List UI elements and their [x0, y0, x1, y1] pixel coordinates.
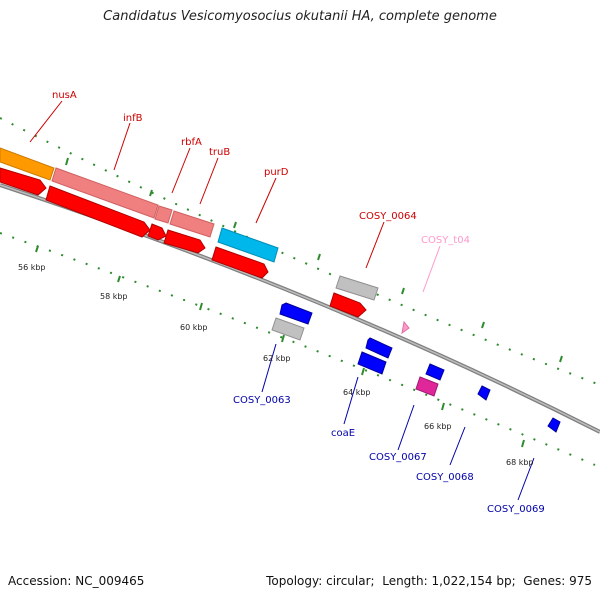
- gene-cosy0063: [271, 317, 305, 341]
- gene-nusA: [0, 167, 47, 196]
- gene-cosy0067: [415, 376, 439, 397]
- accession-value: NC_009465: [75, 574, 145, 588]
- gene-cosy0064: [329, 292, 367, 318]
- label-coaE[interactable]: coaE: [331, 428, 355, 439]
- reverse-genes[interactable]: [271, 302, 561, 433]
- label-truB[interactable]: truB: [209, 147, 230, 158]
- accession-info: Accession: NC_009465: [8, 574, 144, 588]
- gene-purD-outer: [217, 227, 279, 263]
- inner-major-ticks: [35, 245, 525, 448]
- gene-coaE: [357, 351, 387, 375]
- label-purD[interactable]: purD: [264, 167, 289, 178]
- accession-label: Accession:: [8, 574, 72, 588]
- length-value: 1,022,154 bp: [431, 574, 512, 588]
- scale-label-66: 66 kbp: [424, 422, 452, 431]
- outer-major-ticks: [65, 157, 563, 363]
- forward-labels: nusA infB rbfA truB purD COSY_0064: [52, 90, 417, 222]
- gene-cosy-t04: [401, 320, 410, 335]
- gene-truB: [163, 229, 206, 254]
- scale-label-60: 60 kbp: [180, 323, 208, 332]
- reverse-label-lines: [261, 343, 535, 501]
- gene-cosy0063-a: [279, 302, 313, 325]
- forward-genes[interactable]: [0, 167, 410, 335]
- gene-coaE-a: [365, 337, 393, 359]
- gene-rbfA: [147, 223, 167, 241]
- label-cosy0063[interactable]: COSY_0063: [233, 395, 291, 406]
- gene-cosy0064-outer: [335, 275, 379, 301]
- gene-purD: [211, 246, 269, 279]
- label-rbfA[interactable]: rbfA: [181, 137, 202, 148]
- gene-nusA-outer: [0, 147, 55, 181]
- outer-tick-ring: [0, 117, 600, 386]
- map-title: Candidatus Vesicomyosocius okutanii HA, …: [103, 9, 497, 24]
- scale-label-62: 62 kbp: [263, 354, 291, 363]
- genes-label: Genes:: [523, 574, 566, 588]
- label-cosy0064[interactable]: COSY_0064: [359, 211, 417, 222]
- cosy-t04-line: [422, 245, 441, 293]
- reverse-labels: COSY_0063 coaE COSY_0067 COSY_0068 COSY_…: [233, 395, 545, 515]
- scale-label-64: 64 kbp: [343, 388, 371, 397]
- scale-labels: 56 kbp 58 kbp 60 kbp 62 kbp 64 kbp 66 kb…: [18, 263, 534, 467]
- label-cosy-t04[interactable]: COSY_t04: [421, 235, 470, 246]
- gene-truB-outer: [169, 210, 215, 238]
- label-cosy0069[interactable]: COSY_0069: [487, 504, 545, 515]
- gene-cosy0068: [477, 385, 491, 401]
- gene-infB-outer: [51, 167, 159, 219]
- gene-cosy0069: [547, 417, 561, 433]
- forward-outer-features[interactable]: [0, 147, 379, 301]
- label-cosy0067[interactable]: COSY_0067: [369, 452, 427, 463]
- forward-label-lines: [29, 100, 385, 269]
- topology-label: Topology:: [266, 574, 323, 588]
- gene-cosy0067-a: [425, 363, 445, 381]
- gene-rbfA-outer: [154, 205, 173, 224]
- scale-label-56: 56 kbp: [18, 263, 46, 272]
- label-nusA[interactable]: nusA: [52, 90, 77, 101]
- scale-label-68: 68 kbp: [506, 458, 534, 467]
- scale-label-58: 58 kbp: [100, 292, 128, 301]
- gene-infB: [45, 185, 151, 238]
- topology-value: circular: [326, 574, 371, 588]
- label-cosy0068[interactable]: COSY_0068: [416, 472, 474, 483]
- genome-stats: Topology: circular; Length: 1,022,154 bp…: [266, 574, 592, 588]
- genes-value: 975: [569, 574, 592, 588]
- label-infB[interactable]: infB: [123, 113, 143, 124]
- length-label: Length:: [382, 574, 428, 588]
- inner-tick-ring: [0, 232, 596, 466]
